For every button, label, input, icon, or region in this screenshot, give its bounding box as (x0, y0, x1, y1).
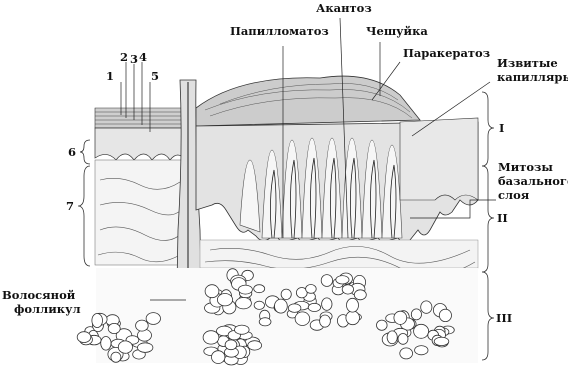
adipocyte (321, 275, 332, 287)
adipocyte (434, 337, 449, 345)
adipocyte (414, 324, 429, 338)
epidermis-normal (95, 128, 185, 160)
adipocyte (136, 320, 149, 331)
adipocyte (205, 285, 219, 298)
label-layer-4: 4 (139, 51, 147, 64)
adipocyte (421, 301, 432, 313)
adipocyte (336, 276, 349, 284)
adipocyte (398, 334, 408, 345)
dermis-normal (95, 160, 187, 265)
label-parakeratosis: Паракератоз (403, 47, 490, 60)
label-zone-III: III (496, 312, 512, 325)
label-tortuous-capillaries-1: Извитые (497, 57, 558, 70)
adipocyte (288, 304, 301, 313)
adipocyte (225, 340, 237, 350)
adipocyte (346, 311, 360, 325)
adipocyte (92, 314, 103, 328)
adipocyte (118, 341, 132, 353)
adipocyte (394, 311, 407, 324)
adipocyte (295, 312, 310, 326)
label-basal-mitoses-1: Митозы (498, 161, 553, 174)
label-zone-II: II (497, 212, 508, 225)
adipocyte (411, 309, 421, 320)
adipocyte (439, 309, 451, 321)
adipocyte (254, 285, 265, 293)
adipocyte (236, 298, 252, 309)
adipocyte (235, 325, 250, 334)
adipocyte (101, 337, 111, 351)
label-acanthosis: Акантоз (316, 2, 372, 15)
label-tortuous-capillaries-2: капилляры (497, 71, 568, 84)
label-hair-follicle-2: фолликул (14, 303, 81, 316)
adipocyte (108, 323, 120, 333)
label-scale: Чешуйка (366, 25, 428, 38)
epidermis-right (400, 118, 478, 200)
adipocyte (320, 315, 331, 327)
adipocyte (254, 301, 264, 309)
label-hair-follicle-1: Волосяной (2, 289, 75, 302)
adipocyte (308, 303, 320, 311)
adipocyte (138, 343, 153, 353)
label-layer-2: 2 (120, 51, 128, 64)
adipocyte (306, 285, 317, 294)
label-layer-5: 5 (151, 70, 159, 83)
adipocyte (138, 329, 152, 341)
adipocyte (248, 341, 262, 350)
label-papillomatosis: Папилломатоз (230, 25, 329, 38)
adipocyte (322, 298, 332, 310)
adipocyte (259, 318, 271, 326)
label-layer-6: 6 (68, 146, 76, 159)
label-layer-3: 3 (130, 53, 138, 66)
adipocyte (281, 289, 291, 299)
dermis-papillary (200, 240, 478, 268)
label-layer-1: 1 (106, 70, 114, 83)
adipocyte (342, 285, 353, 294)
adipocyte (400, 348, 413, 359)
adipocyte (111, 352, 121, 362)
adipocyte (387, 331, 397, 344)
adipocyte (217, 294, 232, 306)
adipocyte (354, 290, 366, 300)
label-zone-I: I (499, 122, 504, 135)
adipocyte (275, 299, 288, 313)
stratum-corneum-normal (95, 108, 185, 128)
adipocyte (77, 332, 91, 343)
adipocyte (347, 298, 359, 312)
adipocyte (146, 313, 160, 325)
adipocyte (415, 346, 428, 355)
label-layer-7: 7 (66, 200, 74, 213)
label-basal-mitoses-2: базального (498, 175, 568, 188)
adipocyte (238, 285, 252, 294)
adipocyte (377, 320, 388, 330)
adipocyte (203, 331, 219, 344)
adipocyte (212, 351, 225, 364)
label-basal-mitoses-3: слоя (498, 189, 529, 202)
